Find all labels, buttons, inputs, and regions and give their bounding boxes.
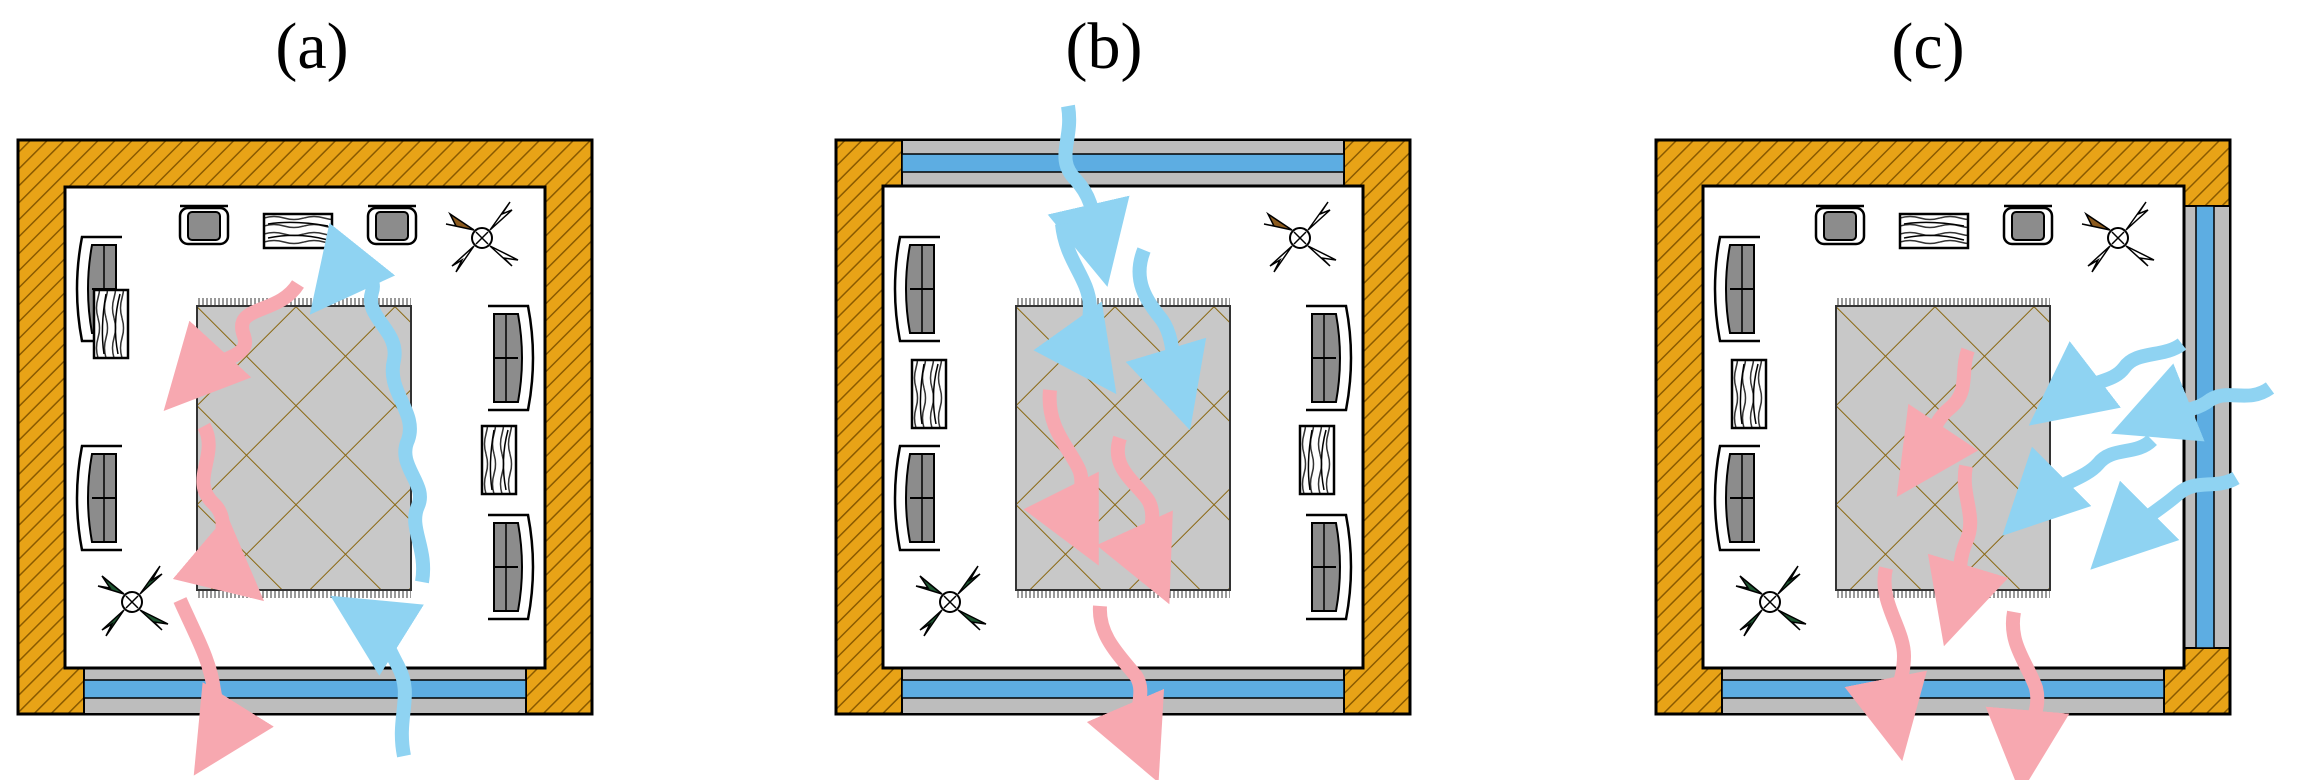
wood-table-icon xyxy=(262,212,334,250)
warm-air-arrow-icon xyxy=(1985,610,2070,780)
cool-air-arrow-icon xyxy=(2002,434,2157,536)
panel-b: (b) xyxy=(834,10,1412,780)
panel-a: (a) xyxy=(16,10,594,776)
cool-air-arrow-icon xyxy=(2090,471,2240,570)
warm-air-arrow-icon xyxy=(1086,605,1165,780)
chair-icon xyxy=(178,204,230,246)
sofa-icon xyxy=(486,513,535,621)
chair-icon xyxy=(1814,204,1866,246)
sofa-icon xyxy=(893,235,942,343)
panel-label-b: (b) xyxy=(1066,10,1143,83)
cool-air-arrow-icon xyxy=(1125,247,1207,431)
sofa-icon xyxy=(893,444,942,552)
warm-air-arrow-icon xyxy=(1896,347,1979,497)
warm-air-arrow-icon xyxy=(1023,389,1099,566)
warm-air-arrow-icon xyxy=(172,422,265,602)
chair-icon xyxy=(2002,204,2054,246)
wood-table-icon xyxy=(910,358,948,430)
wood-table-icon xyxy=(92,288,130,360)
wood-table-icon xyxy=(1898,212,1970,250)
cool-air-arrow-icon xyxy=(1033,223,1117,395)
sofa-icon xyxy=(1713,235,1762,343)
cool-air-arrow-icon xyxy=(309,222,431,584)
sofa-icon xyxy=(1304,513,1353,621)
wood-table-icon xyxy=(1730,358,1768,430)
wood-table-icon xyxy=(1298,424,1336,496)
chair-icon xyxy=(366,204,418,246)
warm-air-arrow-icon xyxy=(1927,464,2009,647)
sofa-icon xyxy=(486,304,535,412)
wood-table-icon xyxy=(480,424,518,496)
panel-label-c: (c) xyxy=(1891,10,1964,83)
warm-air-arrow-icon xyxy=(173,597,274,776)
panel-c: (c) xyxy=(1654,10,2275,780)
warm-air-arrow-icon xyxy=(163,279,304,411)
warm-air-arrow-icon xyxy=(1096,435,1173,605)
cool-air-arrow-icon xyxy=(330,595,424,758)
cool-air-arrow-icon xyxy=(2110,363,2275,442)
rug-icon xyxy=(1835,297,2051,599)
panel-label-a: (a) xyxy=(275,10,348,83)
warm-air-arrow-icon xyxy=(1844,566,1927,762)
rug-icon xyxy=(196,297,412,599)
sofa-icon xyxy=(75,444,124,552)
sofa-icon xyxy=(1304,304,1353,412)
cool-air-arrow-icon xyxy=(1047,104,1130,287)
sofa-icon xyxy=(1713,444,1762,552)
